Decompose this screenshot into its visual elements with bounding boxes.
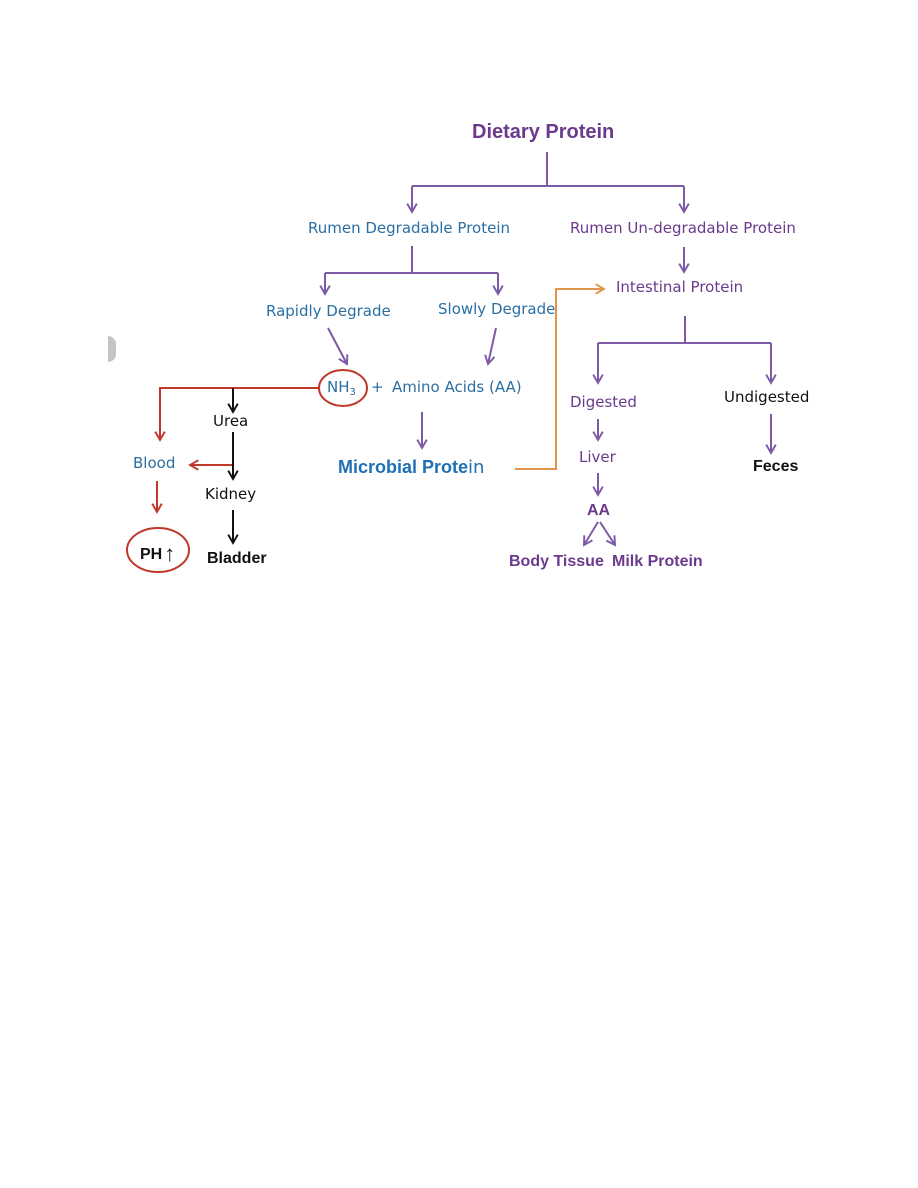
ph-highlight-circle bbox=[126, 527, 190, 573]
nh3-to-blood-arrow bbox=[154, 387, 319, 442]
rumen-undegradable-label: Rumen Un-degradable Protein bbox=[570, 219, 796, 237]
bladder-label: Bladder bbox=[207, 550, 267, 567]
urea-label: Urea bbox=[213, 412, 249, 430]
nh3-subscript: 3 bbox=[349, 387, 356, 398]
aa-label: AA bbox=[587, 502, 611, 519]
dietary-protein-label: Dietary Protein bbox=[472, 121, 615, 143]
amino-acids-label: Amino Acids (AA) bbox=[392, 378, 522, 396]
blood-label: Blood bbox=[133, 454, 176, 472]
rumen-degradable-label: Rumen Degradable Protein bbox=[308, 219, 511, 237]
slow-to-aa-arrow bbox=[484, 327, 497, 366]
nh3-main-text: NH bbox=[327, 378, 350, 396]
microbial-protein-label: Microbial Protein bbox=[338, 458, 484, 477]
microbial-protein-text: Microbial Prote bbox=[338, 457, 469, 477]
aa-to-milk-protein-arrow bbox=[599, 521, 617, 547]
feces-label: Feces bbox=[753, 458, 799, 475]
dietary-split-connector bbox=[406, 152, 690, 214]
intestinal-split-connector bbox=[592, 316, 777, 385]
aa-to-body-tissue-arrow bbox=[582, 521, 599, 547]
rdp-split-connector bbox=[319, 246, 504, 296]
rapidly-degrade-label: Rapidly Degrade bbox=[266, 302, 391, 320]
undigested-label: Undigested bbox=[724, 388, 810, 406]
kidney-label: Kidney bbox=[205, 485, 257, 503]
intestinal-protein-label: Intestinal Protein bbox=[616, 278, 744, 296]
plus-sign: + bbox=[371, 378, 384, 396]
digested-label: Digested bbox=[570, 393, 637, 411]
milk-protein-label: Milk Protein bbox=[612, 553, 703, 570]
ph-text: PH bbox=[140, 546, 163, 563]
page-edge-tab bbox=[108, 336, 116, 362]
ph-label: PH↑ bbox=[140, 541, 176, 566]
microbial-protein-suffix: in bbox=[468, 457, 485, 478]
ph-up-arrow-icon: ↑ bbox=[164, 541, 176, 566]
rapid-to-nh3-arrow bbox=[327, 327, 349, 366]
microbial-to-intestinal-arrow bbox=[515, 283, 606, 470]
nh3-label: NH3 bbox=[327, 380, 356, 398]
slowly-degrade-label: Slowly Degrade bbox=[438, 300, 556, 318]
liver-label: Liver bbox=[579, 448, 616, 466]
body-tissue-label: Body Tissue bbox=[509, 553, 604, 570]
